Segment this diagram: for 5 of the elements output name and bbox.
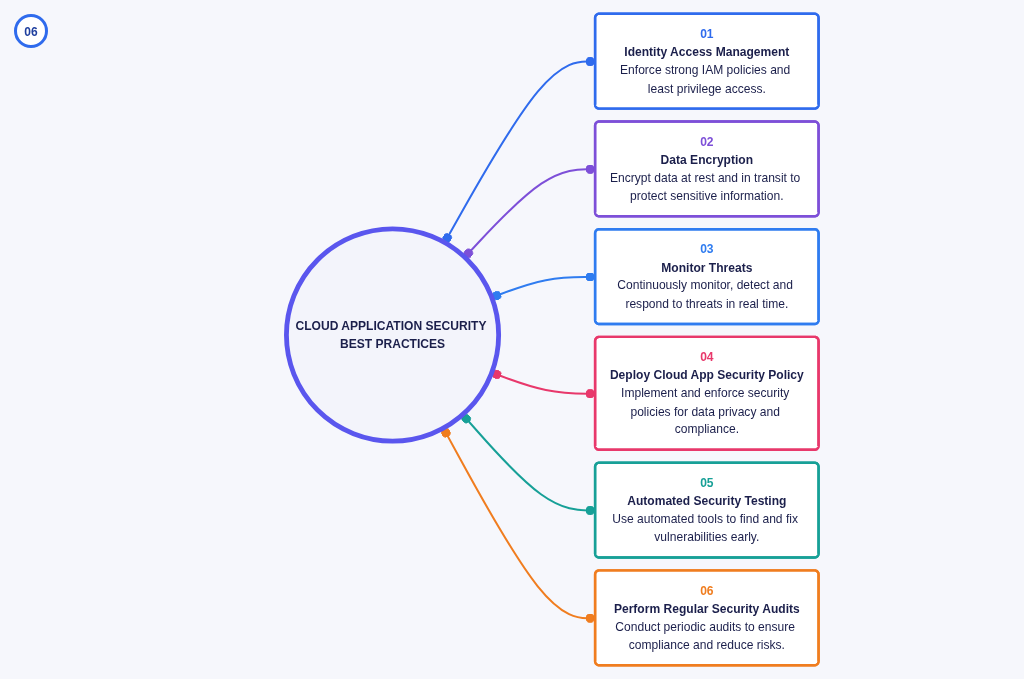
node-circle: CLOUD APPLICATION SECURITY BEST PRACTICES: [283, 226, 501, 444]
connector: [440, 427, 595, 624]
number-badge: 06: [14, 14, 48, 48]
connector: [441, 56, 595, 244]
connector: [490, 272, 595, 301]
